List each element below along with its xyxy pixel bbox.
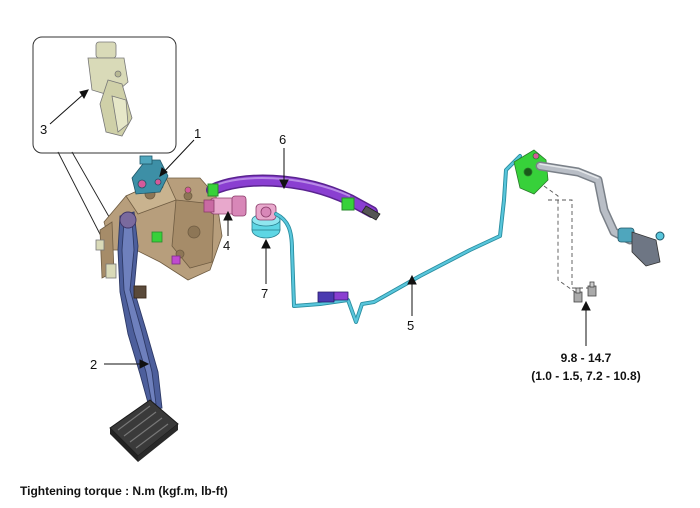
reservoir: [251, 203, 281, 239]
mounting-bolts: [573, 281, 597, 303]
inset-leader-line-a: [57, 151, 104, 241]
leader-1: [159, 139, 195, 177]
hose-clamp-a: [207, 183, 219, 197]
arrowhead-1: [159, 167, 168, 178]
callout-2: 2: [90, 357, 97, 372]
pedal-pad: [109, 399, 179, 462]
release-bracket: [513, 149, 549, 195]
arrowhead-2: [139, 359, 150, 369]
clutch-master-cylinder: [203, 195, 247, 217]
inset-leader-line-b: [71, 151, 113, 223]
callout-5: 5: [407, 318, 414, 333]
torque-spec-line-1: 9.8 - 14.7: [561, 351, 612, 365]
bolt-guide: [543, 185, 594, 295]
callouts: [49, 89, 591, 369]
inset-sensor-part: [87, 41, 133, 137]
callout-1: 1: [194, 126, 201, 141]
clutch-switch: [131, 155, 169, 195]
torque-spec-line-2: (1.0 - 1.5, 7.2 - 10.8): [531, 369, 640, 383]
inset-detail-box: [32, 36, 177, 241]
tightening-torque-caption: Tightening torque : N.m (kgf.m, lb-ft): [20, 484, 228, 498]
arrowhead-4: [223, 210, 233, 221]
arrowhead-7: [261, 238, 271, 249]
release-tube: [535, 161, 665, 267]
callout-4: 4: [223, 238, 230, 253]
pedal-bracket: [95, 177, 223, 281]
arrowhead-torque: [581, 300, 591, 311]
pipe-clip: [317, 291, 349, 303]
callout-3: 3: [40, 122, 47, 137]
arrowhead-6: [279, 179, 289, 190]
callout-6: 6: [279, 132, 286, 147]
arrowhead-3: [79, 89, 89, 99]
reservoir-hose: [206, 174, 381, 221]
leader-3: [49, 91, 87, 125]
arrowhead-5: [407, 274, 417, 285]
clutch-pipe: [274, 154, 522, 324]
callout-7: 7: [261, 286, 268, 301]
hose-clamp-b: [341, 197, 355, 211]
clutch-pedal-arm: [117, 211, 163, 411]
